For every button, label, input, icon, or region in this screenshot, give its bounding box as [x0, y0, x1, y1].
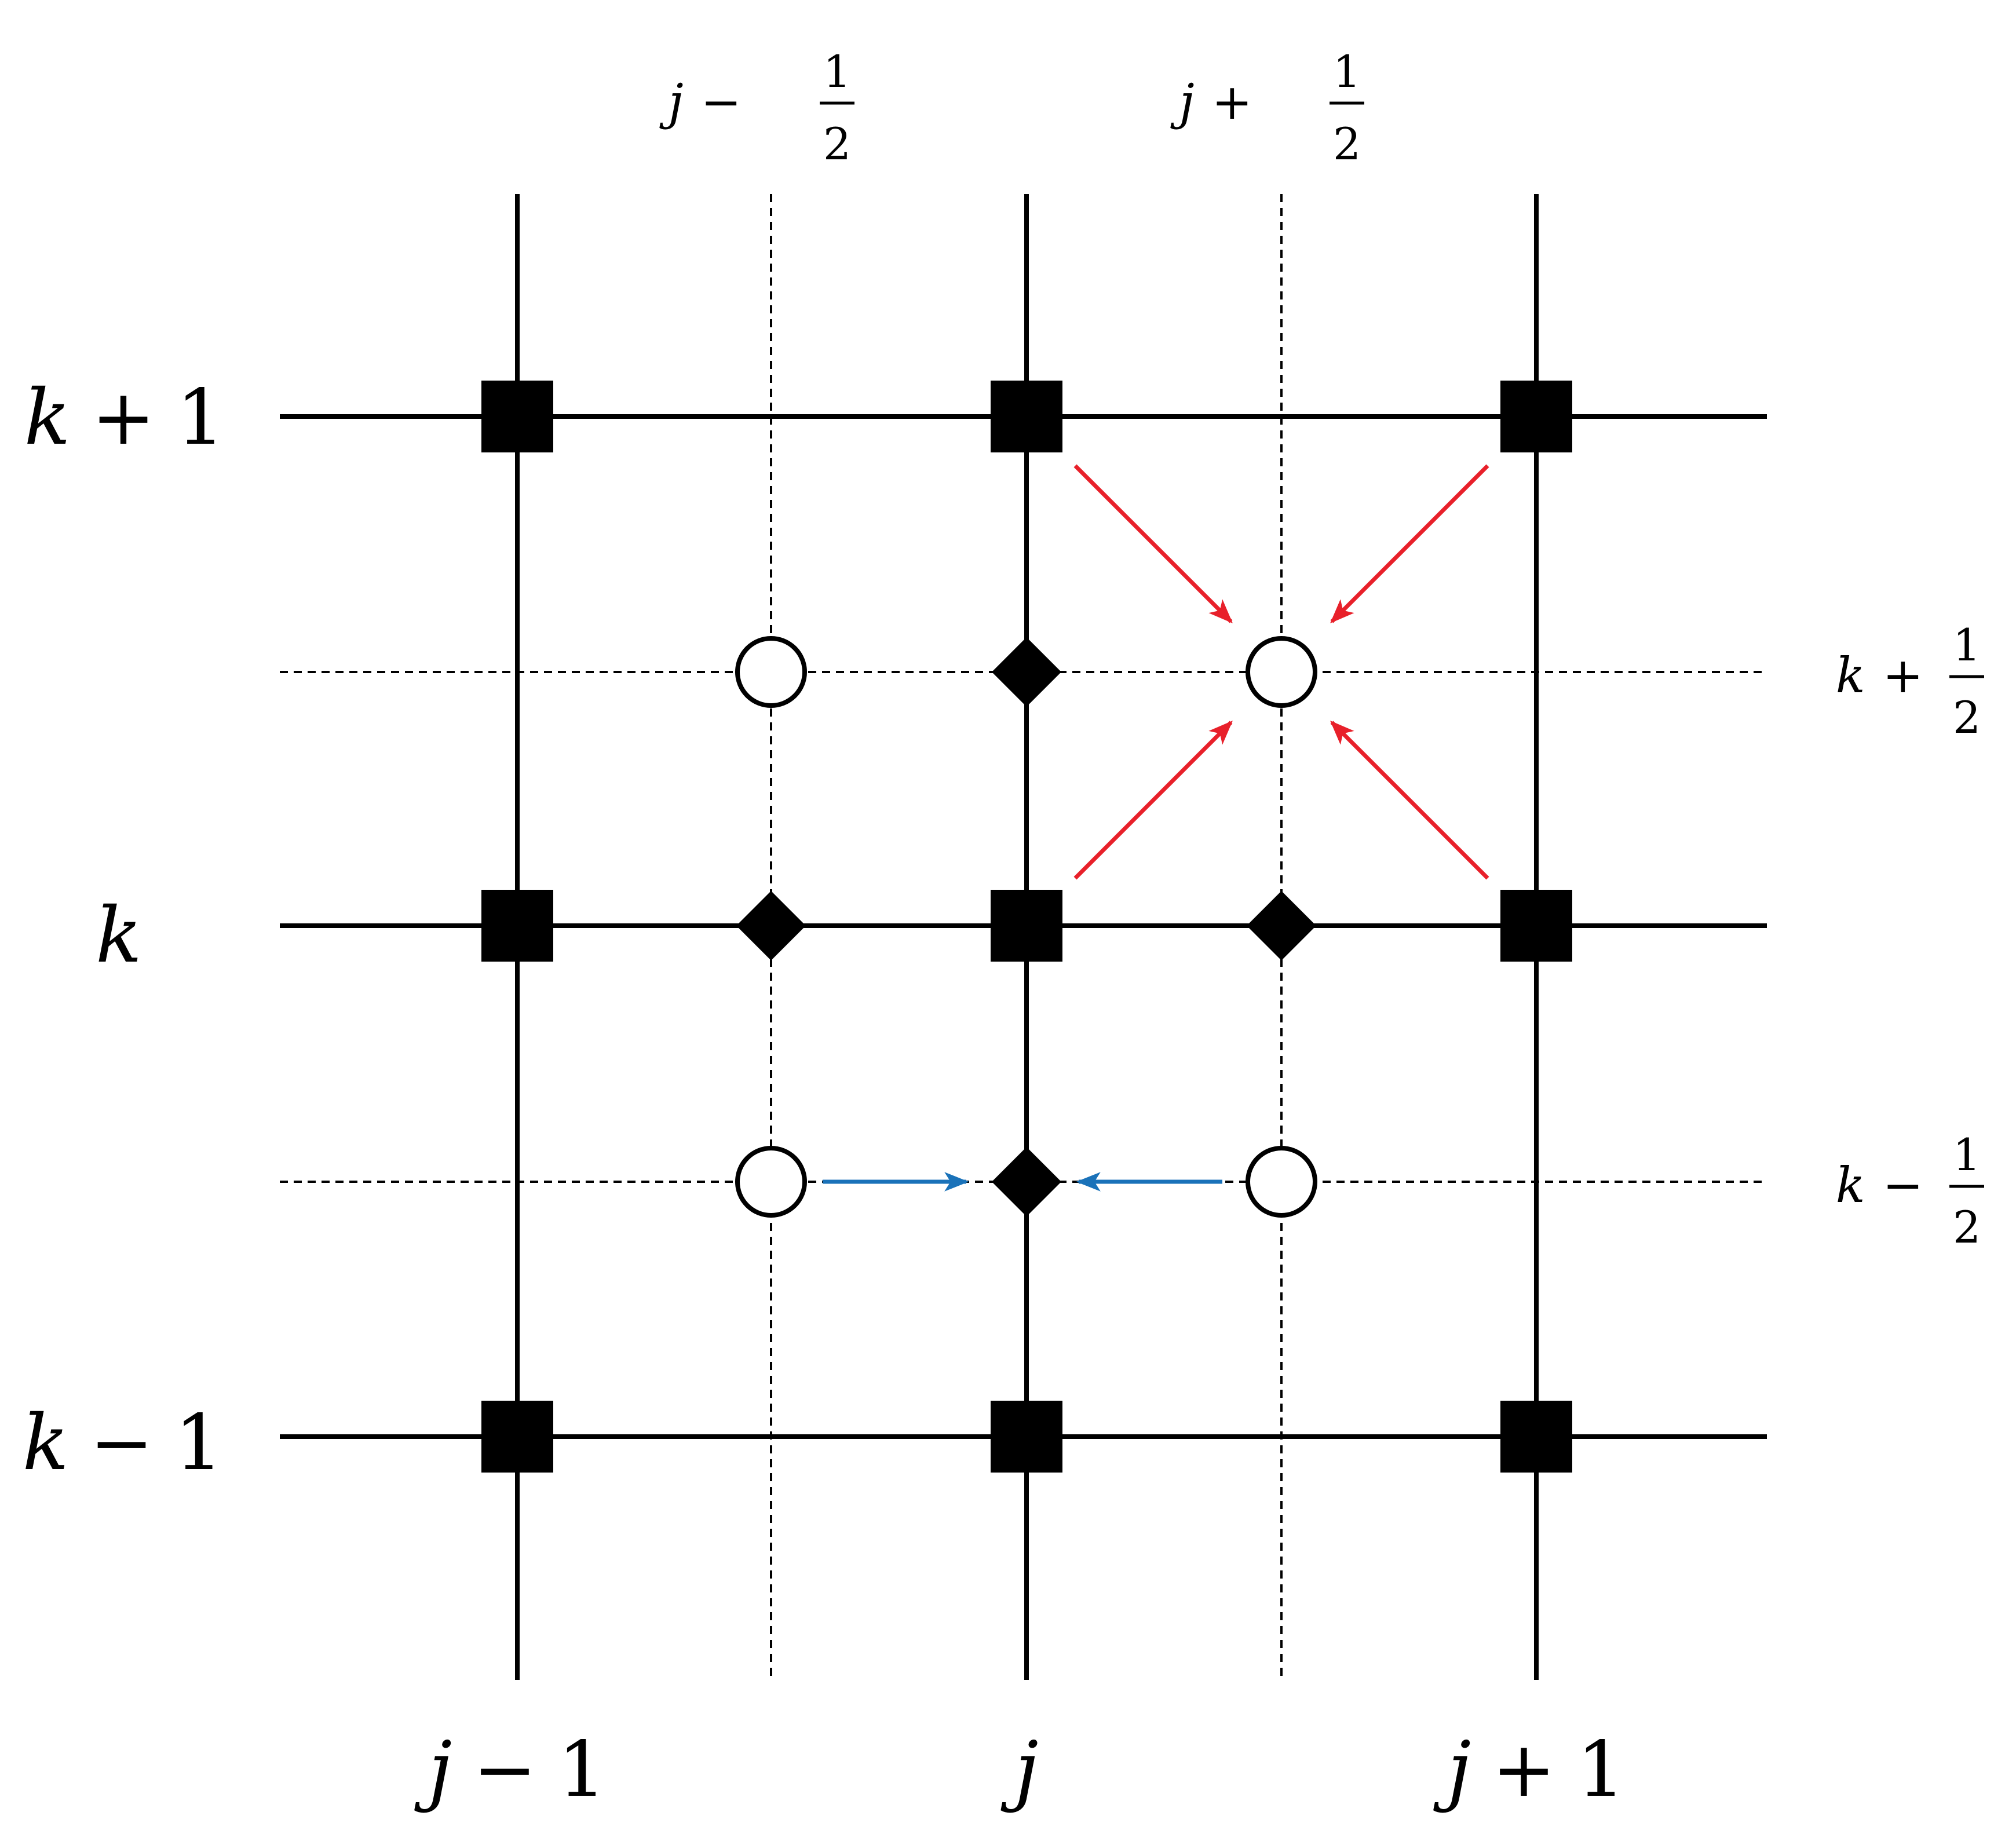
label-j-minus-1: j−1: [414, 1725, 607, 1814]
half-row-labels: k+ 1 2 k− 1 2: [1836, 619, 1984, 1253]
fraction-numerator: 1: [1953, 619, 1981, 671]
label-j-plus-half: j+ 1 2: [1170, 46, 1364, 170]
circle-node: [735, 636, 807, 708]
label-j-plus-1: j+1: [1433, 1725, 1626, 1814]
square-node: [481, 890, 553, 962]
label-k: k: [96, 891, 142, 980]
svg-text:j+: j+: [1170, 74, 1252, 130]
row-labels: k+1 k k−1: [23, 373, 225, 1488]
center-nodes: [735, 636, 1317, 1218]
svg-text:j−: j−: [659, 74, 742, 130]
label-k-plus-half: k+ 1 2: [1836, 619, 1984, 743]
label-op: −: [701, 74, 742, 130]
label-var: k: [1836, 1157, 1865, 1214]
fraction-denominator: 2: [1953, 692, 1981, 743]
square-node: [1500, 381, 1572, 452]
label-op: −: [1883, 1157, 1923, 1214]
red-interpolation-arrows: [1073, 464, 1489, 880]
square-node: [481, 1401, 553, 1473]
fraction-numerator: 1: [823, 46, 851, 97]
circle-node: [1246, 636, 1317, 708]
red-arrow-from-bottom-left: [1073, 721, 1233, 880]
fraction-denominator: 2: [1333, 118, 1361, 170]
red-arrow-from-bottom-right: [1330, 721, 1489, 880]
circle-node: [735, 1146, 807, 1218]
label-k-minus-1: k−1: [23, 1398, 224, 1488]
label-j-minus-half: j− 1 2: [659, 46, 854, 170]
fraction-denominator: 2: [823, 118, 851, 170]
square-node: [991, 1401, 1062, 1473]
label-op: +: [1212, 74, 1252, 130]
diamond-node: [736, 891, 806, 960]
label-k-plus-1: k+1: [24, 373, 225, 462]
square-node: [991, 890, 1062, 962]
edge-nodes: [736, 637, 1316, 1216]
circle-node: [1246, 1146, 1317, 1218]
square-node: [991, 381, 1062, 452]
label-j: j: [1000, 1725, 1039, 1814]
svg-text:k+: k+: [1836, 647, 1923, 704]
square-node: [1500, 1401, 1572, 1473]
integer-nodes: [481, 381, 1572, 1473]
red-arrow-from-top-right: [1330, 464, 1489, 623]
label-k-minus-half: k− 1 2: [1836, 1129, 1984, 1253]
column-labels: j−1 j j+1: [414, 1725, 1626, 1814]
label-var: j: [1170, 74, 1195, 130]
diamond-node: [1247, 891, 1316, 960]
label-op: +: [1883, 647, 1923, 704]
fraction-numerator: 1: [1953, 1129, 1981, 1181]
square-node: [481, 381, 553, 452]
square-node: [1500, 890, 1572, 962]
half-column-labels: j− 1 2 j+ 1 2: [659, 46, 1364, 170]
label-var: j: [659, 74, 684, 130]
label-var: k: [1836, 647, 1865, 704]
diamond-node: [992, 1147, 1061, 1216]
fraction-numerator: 1: [1333, 46, 1361, 97]
svg-text:k−: k−: [1836, 1157, 1923, 1214]
diamond-node: [992, 637, 1061, 707]
fraction-denominator: 2: [1953, 1201, 1981, 1253]
red-arrow-from-top-left: [1073, 464, 1233, 623]
